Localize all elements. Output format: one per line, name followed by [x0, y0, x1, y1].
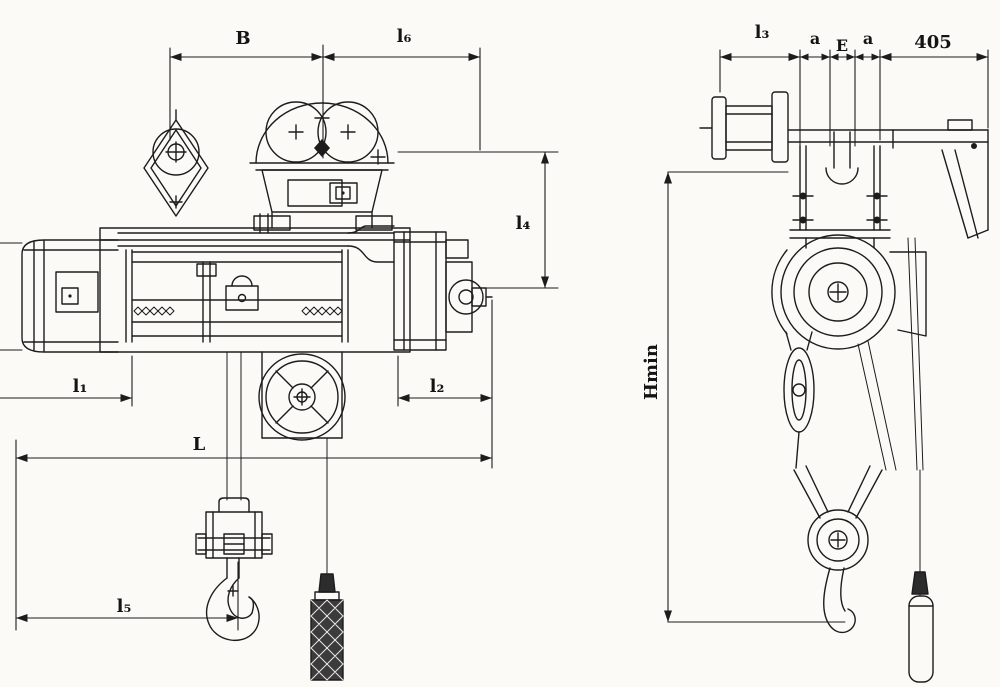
side-hook-block	[793, 465, 883, 634]
dim-side-top: l₃ a E a 405	[719, 22, 989, 147]
dim-l1-l2-L: l₁ l₂ L	[0, 299, 493, 631]
conduit-pipes	[117, 213, 395, 263]
trolley	[249, 101, 395, 231]
dim-label-l4: l₄	[516, 213, 531, 234]
suspension-shackle	[143, 109, 209, 217]
trolley-center-marker	[314, 139, 330, 157]
dim-label-l6: l₆	[397, 26, 412, 47]
dim-label-a-left: a	[810, 29, 820, 48]
side-trolley-wheel	[699, 91, 789, 163]
side-suspension-bracket	[789, 131, 891, 239]
dim-label-l5: l₅	[117, 596, 132, 617]
dim-label-a-right: a	[863, 29, 873, 48]
hook	[205, 577, 260, 642]
limit-switch-weight	[310, 437, 344, 681]
dim-label-405: 405	[914, 32, 952, 53]
rope-drum-frame	[99, 213, 411, 353]
gearbox	[393, 231, 493, 351]
dim-label-l2: l₂	[430, 376, 445, 397]
lower-sheave	[258, 351, 346, 441]
side-beam	[787, 119, 989, 239]
side-rope-runs	[857, 237, 924, 471]
side-hoist-body	[771, 234, 927, 350]
hoist-ropes	[226, 351, 242, 501]
dim-label-B: B	[235, 28, 250, 49]
hook-block	[195, 497, 273, 642]
side-hook	[823, 567, 856, 634]
dim-label-l3: l₃	[755, 22, 770, 43]
motor	[21, 239, 119, 353]
dim-label-L: L	[193, 434, 206, 455]
dim-Hmin: Hmin	[641, 171, 846, 623]
dim-label-E: E	[836, 36, 848, 55]
side-sheave	[783, 331, 815, 469]
rope-guide	[225, 275, 259, 311]
dim-l4: l₄	[397, 151, 559, 289]
rope-winding-marks	[133, 306, 343, 316]
edge-reference-lines	[0, 242, 23, 351]
motor-terminal-box	[55, 271, 99, 313]
handwheel	[448, 279, 484, 315]
dim-B-l6: B l₆	[169, 26, 481, 159]
dim-l5: l₅	[15, 561, 239, 631]
side-pendant	[908, 469, 934, 683]
dim-label-l1: l₁	[73, 376, 88, 397]
dim-label-Hmin: Hmin	[641, 344, 662, 400]
